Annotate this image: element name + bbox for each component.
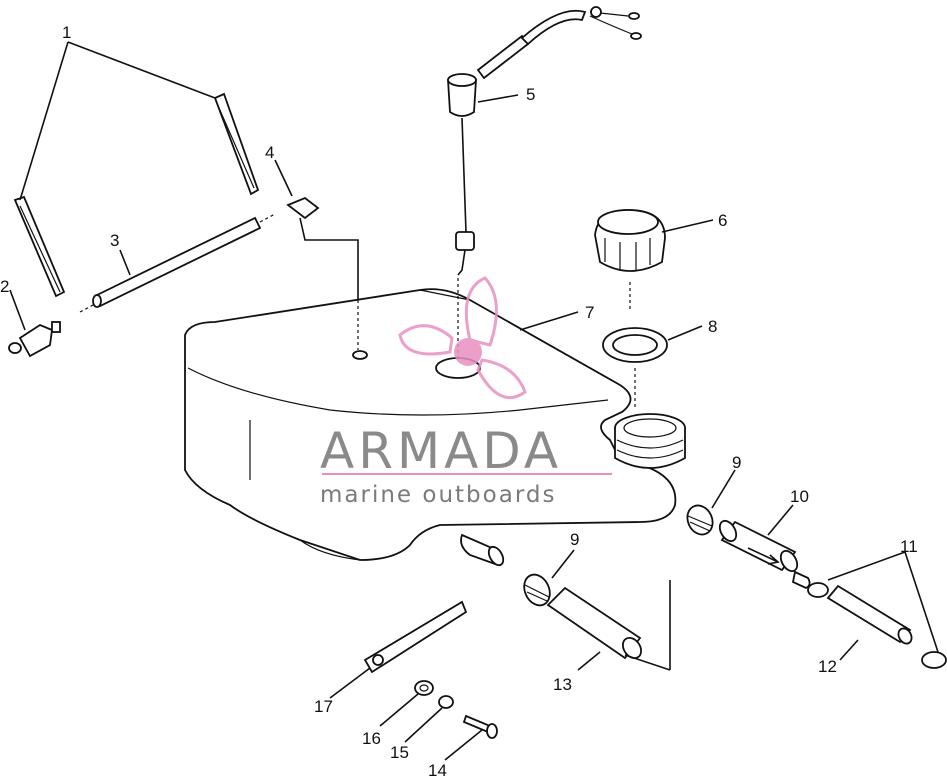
bracket-hardware (363, 600, 498, 739)
fuel-tank (184, 288, 686, 567)
armada-watermark: ARMADA marine outboards (320, 276, 612, 508)
hose-clamps (523, 504, 714, 607)
clip (286, 196, 359, 350)
leader-lines (9, 41, 939, 761)
callout-9-left: 9 (570, 530, 579, 549)
callout-16: 16 (362, 729, 381, 748)
callout-3: 3 (110, 231, 119, 250)
propeller-logo-icon (398, 276, 527, 400)
strap-parts (13, 92, 260, 298)
callout-9-right: 9 (732, 453, 741, 472)
callout-7: 7 (585, 303, 594, 322)
rod (79, 213, 276, 313)
callout-13: 13 (553, 675, 572, 694)
callout-2: 2 (0, 277, 9, 296)
callout-1: 1 (62, 23, 71, 42)
watermark-subtitle: marine outboards (320, 482, 556, 508)
clamp-small (807, 582, 947, 669)
fuel-gauge (447, 6, 642, 360)
callout-15: 15 (390, 743, 409, 762)
callout-11: 11 (900, 537, 918, 556)
gasket (602, 327, 668, 410)
watermark-title: ARMADA (320, 422, 562, 480)
hose-left (546, 586, 642, 660)
propeller-blade-bottom (476, 358, 527, 400)
callout-12: 12 (818, 657, 837, 676)
callout-17: 17 (314, 697, 333, 716)
callout-4: 4 (265, 143, 274, 162)
propeller-hub (454, 338, 482, 366)
callout-8: 8 (708, 317, 717, 336)
fuel-cap (594, 209, 666, 310)
callout-5: 5 (526, 85, 535, 104)
callout-6: 6 (718, 211, 727, 230)
fuel-filter (718, 519, 811, 589)
callout-10: 10 (790, 487, 809, 506)
callout-14: 14 (428, 761, 447, 776)
drain-fitting (8, 321, 61, 358)
callout-labels: 1 2 3 4 5 6 7 8 9 9 10 11 12 13 14 15 16… (0, 23, 918, 776)
propeller-blade-top (464, 276, 498, 347)
hose-right (826, 584, 913, 645)
propeller-blade-left (398, 324, 454, 356)
